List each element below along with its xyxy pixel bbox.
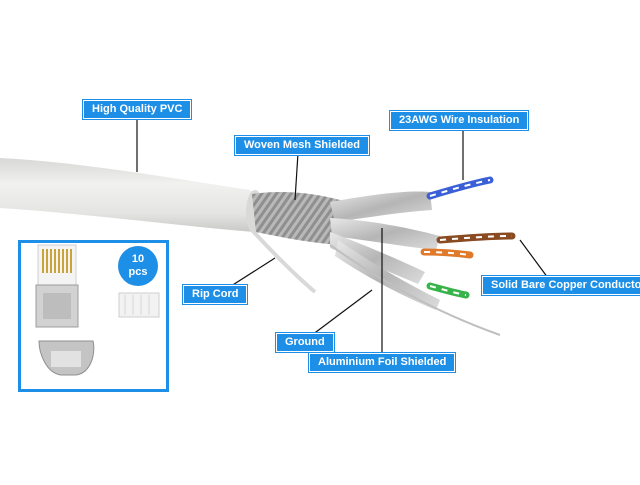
pvc-jacket xyxy=(0,158,258,232)
foil-pair-2 xyxy=(330,218,440,250)
label-wire-insulation: 23AWG Wire Insulation xyxy=(390,111,529,130)
badge-quantity: 10 xyxy=(131,253,145,265)
label-ground: Ground xyxy=(276,333,334,352)
label-high-quality-pvc: High Quality PVC xyxy=(83,100,192,119)
connector-inset: 10 pcs xyxy=(18,240,169,392)
label-copper-conductor: Solid Bare Copper Conductor xyxy=(482,276,640,295)
label-rip-cord: Rip Cord xyxy=(183,285,248,304)
ground-wire xyxy=(329,244,501,336)
quantity-badge: 10 pcs xyxy=(118,246,158,286)
foil-pair-3 xyxy=(330,232,425,284)
leader-lines xyxy=(136,116,549,354)
woven-braid xyxy=(252,192,345,245)
label-woven-mesh-shielded: Woven Mesh Shielded xyxy=(235,136,369,155)
label-aluminium-foil-shielded: Aluminium Foil Shielded xyxy=(309,353,456,372)
foil-pair-4 xyxy=(335,240,440,310)
rj45-connector-illustration xyxy=(35,244,160,376)
badge-unit: pcs xyxy=(128,266,148,278)
foil-pair-1 xyxy=(330,191,432,222)
rip-cord xyxy=(250,228,317,294)
